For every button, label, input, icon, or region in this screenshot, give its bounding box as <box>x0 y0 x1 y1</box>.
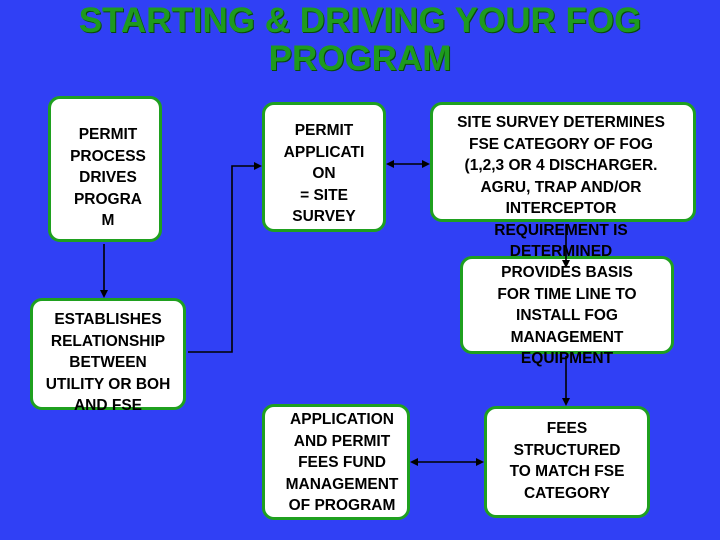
fees-structured-box <box>484 406 650 518</box>
establishes-relationship-text: ESTABLISHES RELATIONSHIP BETWEEN UTILITY… <box>45 311 171 414</box>
time-line-text: PROVIDES BASIS FOR TIME LINE TO INSTALL … <box>497 264 637 367</box>
page-title: STARTING & DRIVING YOUR FOG PROGRAM <box>78 1 642 78</box>
application-fees-text: APPLICATION AND PERMIT FEES FUND MANAGEM… <box>285 411 399 514</box>
site-survey-text: SITE SURVEY DETERMINES FSE CATEGORY OF F… <box>457 114 665 260</box>
time-line-box <box>460 256 674 354</box>
permit-process-text: PERMIT PROCESS DRIVES PROGRA M <box>70 126 146 229</box>
connector-relationship-to-application <box>188 162 262 353</box>
application-fees-box <box>262 404 410 520</box>
site-survey-box <box>430 102 696 222</box>
establishes-relationship-box <box>30 298 186 410</box>
fees-structured-text: FEES STRUCTURED TO MATCH FSE CATEGORY <box>509 420 625 502</box>
permit-application-text: PERMIT APPLICATI ON = SITE SURVEY <box>283 122 365 225</box>
permit-application-box <box>262 102 386 232</box>
permit-process-box <box>48 96 162 242</box>
